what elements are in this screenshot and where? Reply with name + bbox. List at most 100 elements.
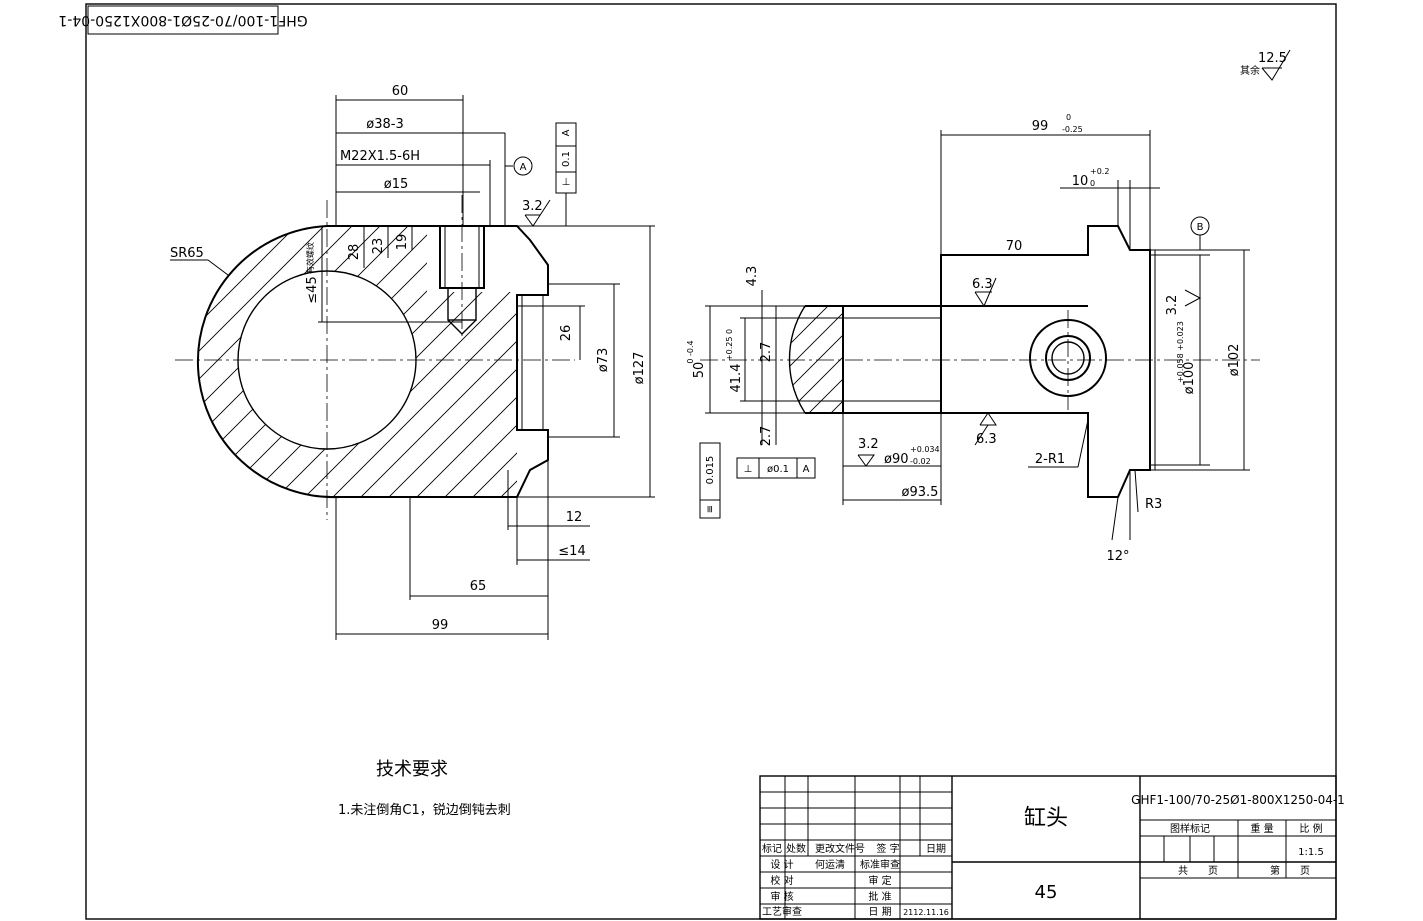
svg-text:R3: R3 [1145, 497, 1162, 512]
hatch-line [385, 226, 517, 498]
hatch-line [441, 226, 517, 498]
svg-text:页: 页 [1208, 865, 1218, 877]
svg-text:标记: 标记 [762, 843, 782, 855]
svg-text:65: 65 [470, 579, 487, 594]
title-block: 缸头 45 GHF1-100/70-25Ø1-800X1250-04-1 图样标… [759, 775, 1345, 920]
svg-text:3.2: 3.2 [858, 437, 879, 452]
svg-text:60: 60 [392, 84, 409, 99]
svg-text:技术要求: 技术要求 [376, 759, 448, 780]
svg-text:+0.058 +0.023: +0.058 +0.023 [1176, 321, 1185, 383]
sheet-frame [85, 3, 1337, 920]
svg-text:A: A [561, 129, 572, 136]
svg-text:更改文件号: 更改文件号 [815, 842, 865, 855]
svg-text:≤45: ≤45 [305, 276, 320, 303]
tech-requirements: 技术要求 1.未注倒角C1，锐边倒钝去刺 [338, 759, 511, 818]
svg-text:工艺审查: 工艺审查 [762, 905, 802, 918]
svg-text:2-R1: 2-R1 [1035, 452, 1065, 467]
svg-text:审 定: 审 定 [868, 874, 891, 887]
svg-text:A: A [803, 464, 810, 475]
svg-text:41.4: 41.4 [729, 364, 744, 393]
svg-text:+0.034: +0.034 [910, 445, 940, 454]
hatch-line [0, 220, 190, 500]
svg-text:2.7: 2.7 [759, 426, 774, 447]
svg-text:-0.02: -0.02 [910, 457, 931, 466]
svg-text:⊥: ⊥ [562, 177, 571, 188]
svg-text:M22X1.5-6H: M22X1.5-6H [340, 149, 420, 164]
svg-text:0 -0.4: 0 -0.4 [686, 340, 695, 363]
svg-text:≡: ≡ [705, 505, 716, 513]
svg-text:⊥: ⊥ [744, 464, 753, 475]
svg-text:页: 页 [1300, 865, 1310, 877]
svg-text:B: B [1197, 222, 1204, 233]
svg-text:ø15: ø15 [384, 177, 409, 192]
svg-text:ø38-3: ø38-3 [366, 117, 403, 132]
hatch-line [789, 306, 835, 413]
hatch-line [197, 226, 275, 498]
hatch-line [197, 226, 331, 498]
sr65-contour [196, 225, 341, 499]
svg-text:GHF1-100/70-25Ø1-800X1250-04-1: GHF1-100/70-25Ø1-800X1250-04-1 [58, 12, 307, 28]
right-view: 99 0 -0.25 10 +0.2 0 70 B 6.3 6.3 3.2 [686, 113, 1260, 564]
svg-text:ø100: ø100 [1182, 362, 1197, 395]
svg-text:比 例: 比 例 [1299, 822, 1322, 835]
svg-text:28: 28 [347, 244, 362, 261]
svg-text:处数: 处数 [786, 842, 806, 855]
surface-finish-other: 其余 12.5 [1240, 49, 1291, 81]
svg-text:10: 10 [1072, 174, 1089, 189]
svg-text:23: 23 [371, 238, 386, 255]
svg-text:ø0.1: ø0.1 [767, 464, 789, 475]
svg-text:缸头: 缸头 [1024, 806, 1068, 831]
svg-text:1:1.5: 1:1.5 [1298, 847, 1324, 858]
hatch-line [197, 226, 303, 498]
svg-text:有效螺纹: 有效螺纹 [305, 242, 315, 274]
svg-text:共: 共 [1178, 865, 1188, 877]
svg-text:图样标记: 图样标记 [1170, 822, 1210, 835]
svg-text:SR65: SR65 [170, 246, 204, 261]
svg-text:批 准: 批 准 [868, 890, 891, 903]
svg-text:ø102: ø102 [1227, 344, 1242, 377]
svg-text:3.2: 3.2 [522, 199, 543, 214]
svg-text:签 字: 签 字 [876, 842, 899, 855]
hatch-line [469, 226, 517, 498]
left-view: 60 ø38-3 M22X1.5-6H A ø15 A 0.1 ⊥ 3.2 [0, 84, 655, 640]
svg-text:26: 26 [559, 325, 574, 342]
svg-text:1.未注倒角C1，锐边倒钝去刺: 1.未注倒角C1，锐边倒钝去刺 [338, 803, 511, 818]
svg-text:0: 0 [1066, 113, 1071, 122]
svg-text:45: 45 [1035, 882, 1058, 903]
svg-text:≤14: ≤14 [558, 544, 585, 559]
svg-text:-0.25: -0.25 [1062, 125, 1083, 134]
svg-text:设 计: 设 计 [770, 858, 793, 871]
svg-text:ø127: ø127 [632, 352, 647, 385]
svg-text:GHF1-100/70-25Ø1-800X1250-04-1: GHF1-100/70-25Ø1-800X1250-04-1 [1131, 793, 1345, 807]
svg-text:标准审查: 标准审查 [860, 858, 900, 871]
svg-text:2.7: 2.7 [759, 342, 774, 363]
svg-text:50: 50 [692, 362, 707, 379]
svg-text:70: 70 [1006, 239, 1023, 254]
svg-text:第: 第 [1270, 864, 1280, 877]
svg-text:0.1: 0.1 [561, 151, 572, 167]
svg-text:12.5: 12.5 [1258, 51, 1287, 66]
svg-text:ø93.5: ø93.5 [902, 485, 939, 500]
svg-text:+0.2: +0.2 [1090, 167, 1109, 176]
svg-text:其余: 其余 [1240, 64, 1260, 77]
svg-text:+0.25 0: +0.25 0 [725, 329, 734, 361]
svg-text:日期: 日期 [926, 843, 946, 855]
svg-text:0: 0 [1090, 179, 1095, 188]
svg-text:0.015: 0.015 [705, 456, 716, 485]
svg-text:何运清: 何运清 [815, 858, 845, 871]
svg-text:ø73: ø73 [596, 348, 611, 373]
perpendicularity-frame-right: ⊥ ø0.1 A [736, 457, 816, 479]
svg-text:99: 99 [1032, 119, 1049, 134]
svg-text:19: 19 [395, 234, 410, 251]
svg-text:3.2: 3.2 [1165, 295, 1180, 316]
svg-text:审 核: 审 核 [770, 890, 793, 903]
svg-text:12: 12 [566, 510, 583, 525]
svg-text:A: A [520, 162, 527, 173]
svg-text:6.3: 6.3 [972, 277, 993, 292]
svg-text:12°: 12° [1106, 549, 1129, 564]
svg-text:校 对: 校 对 [770, 874, 793, 887]
svg-text:2112.11.16: 2112.11.16 [903, 908, 949, 917]
rotated-drawing-number: GHF1-100/70-25Ø1-800X1250-04-1 [58, 5, 308, 35]
perpendicularity-frame: A 0.1 ⊥ [555, 122, 577, 226]
